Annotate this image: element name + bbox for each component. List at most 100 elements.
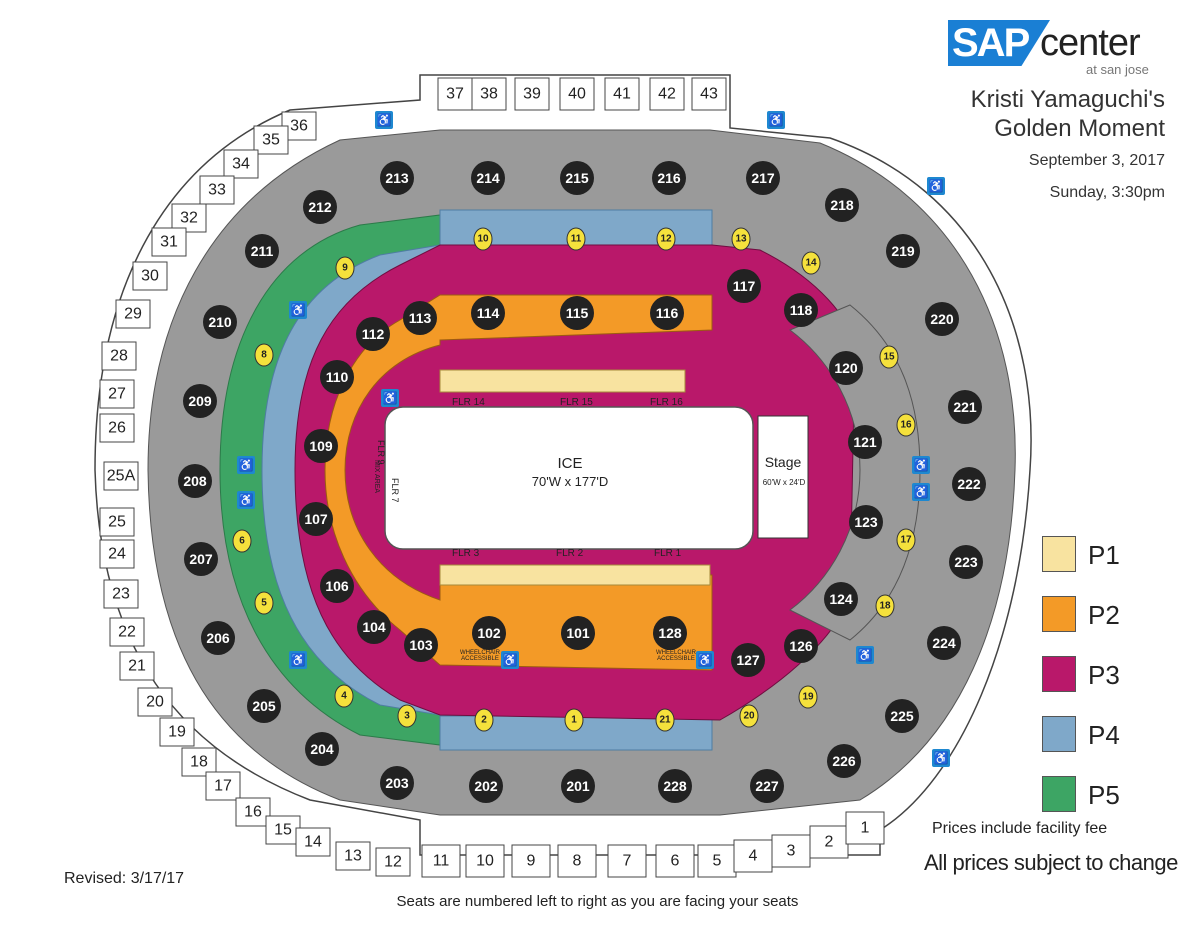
suite-10[interactable]: 10 — [465, 844, 505, 878]
section-216[interactable]: 216 — [652, 161, 686, 195]
section-202[interactable]: 202 — [469, 769, 503, 803]
section-206-circle — [201, 621, 235, 655]
section-227[interactable]: 227 — [750, 769, 784, 803]
suite-17[interactable]: 17 — [205, 771, 241, 801]
section-209-label: 209 — [188, 393, 212, 409]
suite-12[interactable]: 12 — [375, 847, 411, 877]
section-103[interactable]: 103 — [404, 628, 438, 662]
suite-8[interactable]: 8 — [557, 844, 597, 878]
suite-37[interactable]: 37 — [437, 77, 473, 111]
suite-20[interactable]: 20 — [137, 687, 173, 717]
suite-1[interactable]: 1 — [845, 811, 885, 845]
section-121[interactable]: 121 — [848, 425, 882, 459]
suite-34[interactable]: 34 — [223, 149, 259, 179]
suite-39[interactable]: 39 — [514, 77, 550, 111]
section-102[interactable]: 102 — [472, 616, 506, 650]
section-117[interactable]: 117 — [727, 269, 761, 303]
suite-25A[interactable]: 25A — [103, 461, 139, 491]
suite-5[interactable]: 5 — [697, 844, 737, 878]
suite-4[interactable]: 4 — [733, 839, 773, 873]
section-218[interactable]: 218 — [825, 188, 859, 222]
section-118[interactable]: 118 — [784, 293, 818, 327]
suite-23[interactable]: 23 — [103, 579, 139, 609]
suite-26[interactable]: 26 — [99, 413, 135, 443]
section-120[interactable]: 120 — [829, 351, 863, 385]
section-208[interactable]: 208 — [178, 464, 212, 498]
section-204[interactable]: 204 — [305, 732, 339, 766]
suite-9[interactable]: 9 — [511, 844, 551, 878]
section-115[interactable]: 115 — [560, 296, 594, 330]
suite-41[interactable]: 41 — [604, 77, 640, 111]
suite-21[interactable]: 21 — [119, 651, 155, 681]
suite-6[interactable]: 6 — [655, 844, 695, 878]
section-201[interactable]: 201 — [561, 769, 595, 803]
section-113[interactable]: 113 — [403, 301, 437, 335]
section-110[interactable]: 110 — [320, 360, 354, 394]
section-203[interactable]: 203 — [380, 766, 414, 800]
suite-35[interactable]: 35 — [253, 125, 289, 155]
section-205[interactable]: 205 — [247, 689, 281, 723]
section-109[interactable]: 109 — [304, 429, 338, 463]
suite-16[interactable]: 16 — [235, 797, 271, 827]
suite-30[interactable]: 30 — [132, 261, 168, 291]
suite-14[interactable]: 14 — [295, 827, 331, 857]
suite-3[interactable]: 3 — [771, 834, 811, 868]
suite-7[interactable]: 7 — [607, 844, 647, 878]
suite-24[interactable]: 24 — [99, 539, 135, 569]
section-224[interactable]: 224 — [927, 626, 961, 660]
section-223[interactable]: 223 — [949, 545, 983, 579]
section-225[interactable]: 225 — [885, 699, 919, 733]
section-101[interactable]: 101 — [561, 616, 595, 650]
section-206[interactable]: 206 — [201, 621, 235, 655]
section-221[interactable]: 221 — [948, 390, 982, 424]
section-209[interactable]: 209 — [183, 384, 217, 418]
suite-22[interactable]: 22 — [109, 617, 145, 647]
section-107[interactable]: 107 — [299, 502, 333, 536]
suite-32[interactable]: 32 — [171, 203, 207, 233]
section-106[interactable]: 106 — [320, 569, 354, 603]
suite-18[interactable]: 18 — [181, 747, 217, 777]
ice-dimensions: 70'W x 177'D — [531, 474, 609, 489]
section-127[interactable]: 127 — [731, 643, 765, 677]
section-219[interactable]: 219 — [886, 234, 920, 268]
suite-2[interactable]: 2 — [809, 825, 849, 859]
section-215[interactable]: 215 — [560, 161, 594, 195]
suite-27[interactable]: 27 — [99, 379, 135, 409]
section-214[interactable]: 214 — [471, 161, 505, 195]
suite-15[interactable]: 15 — [265, 815, 301, 845]
section-104[interactable]: 104 — [357, 610, 391, 644]
suite-40[interactable]: 40 — [559, 77, 595, 111]
suite-31[interactable]: 31 — [151, 227, 187, 257]
section-217[interactable]: 217 — [746, 161, 780, 195]
section-212[interactable]: 212 — [303, 190, 337, 224]
section-112[interactable]: 112 — [356, 317, 390, 351]
section-116[interactable]: 116 — [650, 296, 684, 330]
section-123[interactable]: 123 — [849, 505, 883, 539]
section-114[interactable]: 114 — [471, 296, 505, 330]
section-126[interactable]: 126 — [784, 629, 818, 663]
section-220[interactable]: 220 — [925, 302, 959, 336]
suite-29[interactable]: 29 — [115, 299, 151, 329]
suite-13[interactable]: 13 — [335, 841, 371, 871]
section-207[interactable]: 207 — [184, 542, 218, 576]
suite-38[interactable]: 38 — [471, 77, 507, 111]
section-210[interactable]: 210 — [203, 305, 237, 339]
section-213[interactable]: 213 — [380, 161, 414, 195]
suite-42[interactable]: 42 — [649, 77, 685, 111]
suite-25[interactable]: 25 — [99, 507, 135, 537]
suite-19[interactable]: 19 — [159, 717, 195, 747]
section-211[interactable]: 211 — [245, 234, 279, 268]
section-228[interactable]: 228 — [658, 769, 692, 803]
suite-33[interactable]: 33 — [199, 175, 235, 205]
suite-36[interactable]: 36 — [281, 111, 317, 141]
suite-28[interactable]: 28 — [101, 341, 137, 371]
suite-43[interactable]: 43 — [691, 77, 727, 111]
section-222[interactable]: 222 — [952, 467, 986, 501]
section-128[interactable]: 128 — [653, 616, 687, 650]
section-124[interactable]: 124 — [824, 582, 858, 616]
suite-box — [471, 77, 507, 111]
section-220-label: 220 — [930, 311, 954, 327]
suite-11[interactable]: 11 — [421, 844, 461, 878]
section-226[interactable]: 226 — [827, 744, 861, 778]
suite-box — [607, 844, 647, 878]
